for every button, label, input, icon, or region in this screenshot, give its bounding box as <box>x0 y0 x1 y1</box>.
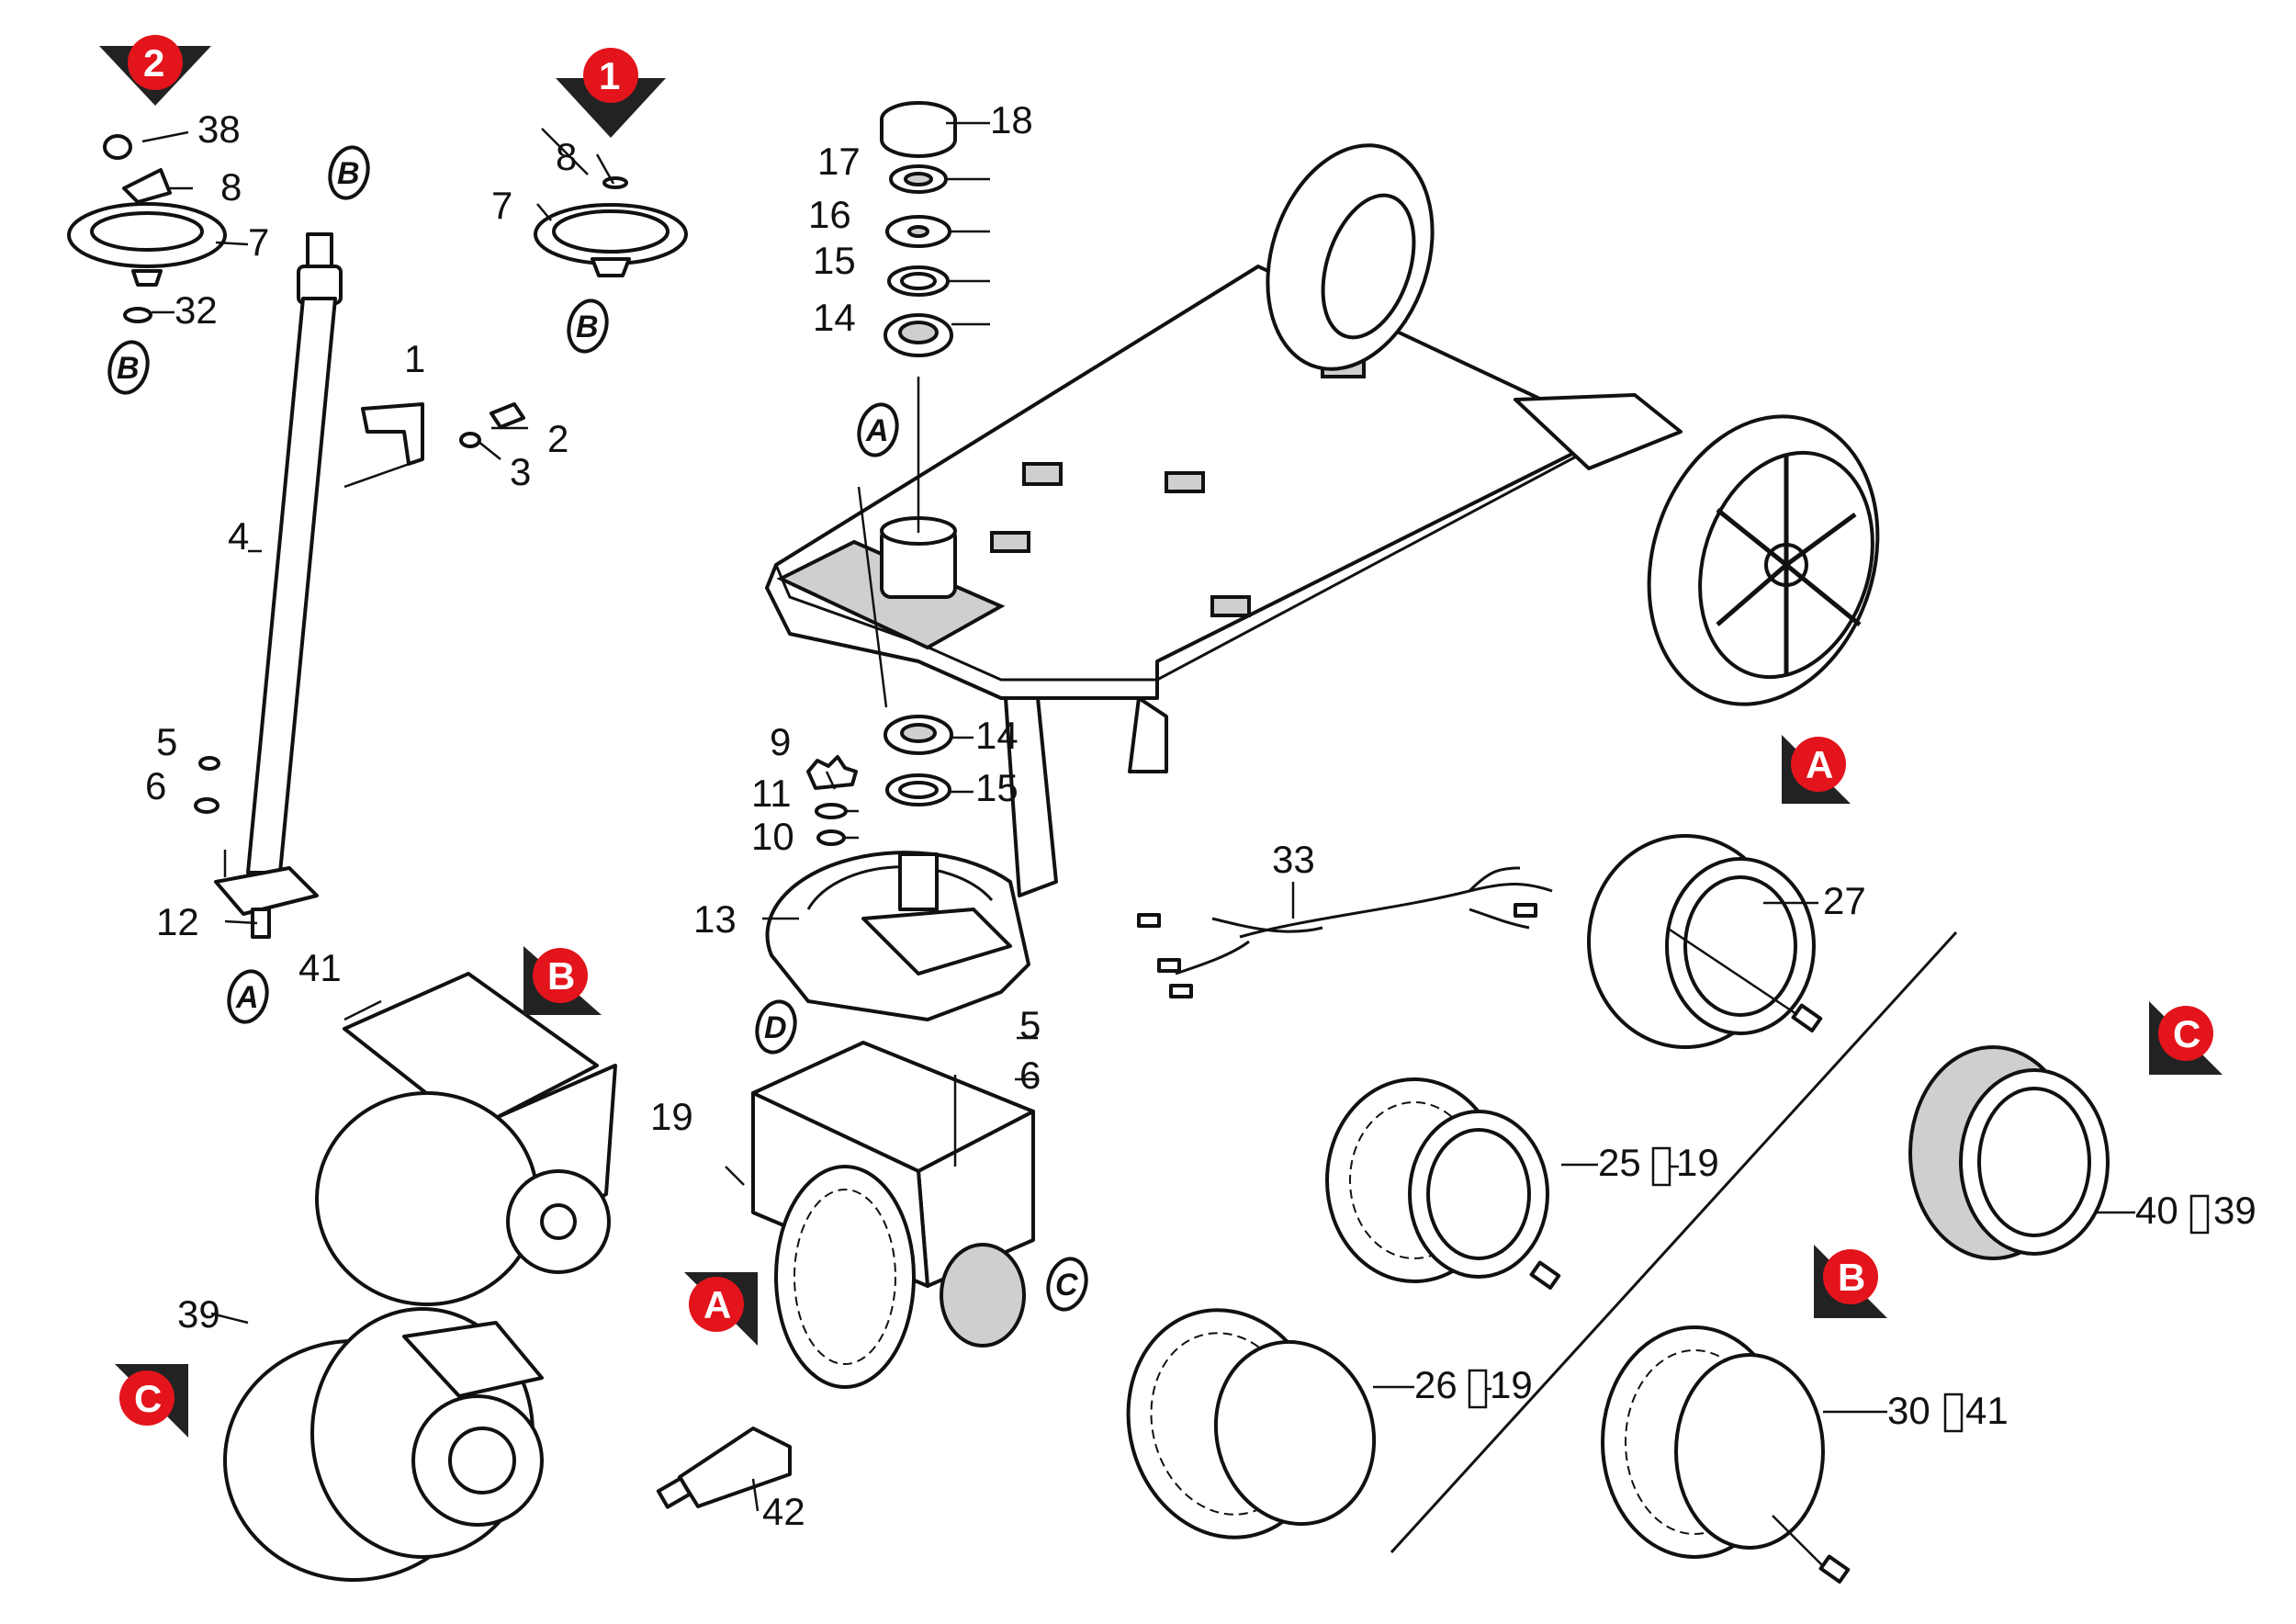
variant-marker-C-right: C <box>2149 1001 2223 1075</box>
washer-3 <box>459 432 481 448</box>
ref-circle-A-chassis: A <box>857 402 899 457</box>
variant-marker-B-unit: B <box>523 946 602 1015</box>
variant-marker-2: 2 <box>99 35 211 106</box>
part-label-10: 10 <box>751 815 794 858</box>
reference-callouts: B B B A A D C <box>107 145 1088 1312</box>
part-label-15-bottom: 15 <box>975 766 1019 809</box>
part-label-27: 27 <box>1823 879 1866 922</box>
ref-circle-B-wheel1: B <box>567 299 609 354</box>
part-label-7-variant1: 7 <box>491 184 512 227</box>
svg-text:B: B <box>576 310 599 344</box>
part-label-38: 38 <box>197 107 241 151</box>
svg-text:A: A <box>235 980 259 1015</box>
part-label-12: 12 <box>156 900 199 943</box>
ref-circle-B-wheel2: B <box>107 340 150 395</box>
svg-text:A: A <box>703 1283 731 1326</box>
svg-text:C: C <box>2173 1012 2200 1055</box>
part-label-1: 1 <box>404 337 425 380</box>
label-brackets <box>1468 1146 2210 1433</box>
part-labels: 18 17 16 15 14 14 15 9 11 10 13 8 7 38 8… <box>145 98 2257 1533</box>
svg-text:B: B <box>547 954 575 998</box>
section-divider-line <box>1390 930 1958 1554</box>
part-label-4: 4 <box>228 514 249 558</box>
part-label-25: 25 <box>1598 1141 1641 1184</box>
part-label-14-bottom: 14 <box>975 714 1019 757</box>
svg-text:D: D <box>764 1010 787 1045</box>
steering-column <box>214 232 343 939</box>
part-label-6-left: 6 <box>145 764 166 807</box>
cable-harness <box>1137 866 1553 998</box>
part-label-17: 17 <box>817 140 861 183</box>
part-label-42: 42 <box>762 1490 805 1533</box>
bearing-stack <box>880 101 957 533</box>
part-label-9: 9 <box>770 720 791 763</box>
ref-circle-A-column: A <box>227 969 269 1024</box>
svg-text:2: 2 <box>143 41 164 85</box>
steering-wheel-variant-1 <box>534 176 688 277</box>
wheel-40 <box>1908 1045 2110 1260</box>
part-label-5-right: 5 <box>1019 1003 1041 1046</box>
part-label-15-top: 15 <box>813 239 856 282</box>
part-label-5-left: 5 <box>156 720 177 763</box>
wheel-27 <box>1587 834 1823 1049</box>
part-label-39-left: 39 <box>177 1292 220 1336</box>
part-label-2: 2 <box>547 417 568 460</box>
leader-lines <box>141 121 2135 1512</box>
part-label-19-right: 19 <box>1676 1141 1719 1184</box>
svg-text:B: B <box>117 351 140 386</box>
part-label-41-right: 41 <box>1965 1389 2009 1432</box>
svg-text:A: A <box>865 413 889 448</box>
part-label-39-right: 39 <box>2213 1189 2257 1232</box>
part-label-8-variant2: 8 <box>220 165 242 209</box>
variant-marker-1: 1 <box>556 48 666 138</box>
wheel-30 <box>1601 1325 1851 1585</box>
rear-wheel-back <box>1266 143 1435 371</box>
svg-text:1: 1 <box>599 54 620 97</box>
part-label-26: 26 <box>1414 1363 1458 1406</box>
steering-wheel-variant-2 <box>67 134 227 323</box>
washer-6-left <box>194 797 219 814</box>
part-label-7-variant2: 7 <box>248 220 269 264</box>
part-label-16: 16 <box>808 193 851 236</box>
part-label-18: 18 <box>990 98 1033 141</box>
drive-unit-B <box>315 972 617 1306</box>
variant-marker-C-unit: C <box>115 1364 188 1438</box>
chassis-frame <box>765 219 1683 897</box>
part-label-19-left: 19 <box>650 1095 693 1138</box>
svg-text:B: B <box>1838 1256 1865 1299</box>
part-label-11: 11 <box>751 772 792 815</box>
part-label-3: 3 <box>510 450 531 493</box>
svg-text:C: C <box>134 1377 162 1420</box>
part-label-14-top: 14 <box>813 296 856 339</box>
part-label-13: 13 <box>693 897 737 941</box>
svg-text:C: C <box>1055 1268 1078 1303</box>
part-label-8-variant1: 8 <box>556 135 577 178</box>
variant-marker-A-unit: A <box>684 1272 758 1346</box>
bolt-5-left <box>198 756 220 771</box>
wheel-25 <box>1325 1077 1561 1291</box>
part-label-6-right: 6 <box>1019 1054 1041 1097</box>
bolt-2 <box>490 402 525 429</box>
part-label-41-left: 41 <box>298 946 342 989</box>
variant-marker-B-right: B <box>1814 1245 1887 1318</box>
ref-circle-B-column: B <box>328 145 370 200</box>
drive-unit-A <box>751 1041 1035 1389</box>
variant-marker-A-right: A <box>1782 735 1851 804</box>
part-label-30: 30 <box>1887 1389 1930 1432</box>
drive-unit-C <box>223 1307 544 1582</box>
ref-circle-C: C <box>1046 1257 1088 1312</box>
grease-tube <box>656 1427 792 1509</box>
part-label-32: 32 <box>174 288 218 332</box>
part-label-19-bottom: 19 <box>1490 1363 1533 1406</box>
svg-text:A: A <box>1806 743 1833 786</box>
svg-text:B: B <box>337 156 360 191</box>
lower-bearing-stack <box>765 715 1030 1021</box>
bracket <box>361 402 424 466</box>
part-label-40: 40 <box>2135 1189 2178 1232</box>
rear-wheel-front <box>1647 414 1880 706</box>
part-label-33: 33 <box>1272 838 1315 881</box>
ref-circle-D: D <box>755 999 797 1054</box>
wheel-26 <box>1126 1308 1377 1539</box>
